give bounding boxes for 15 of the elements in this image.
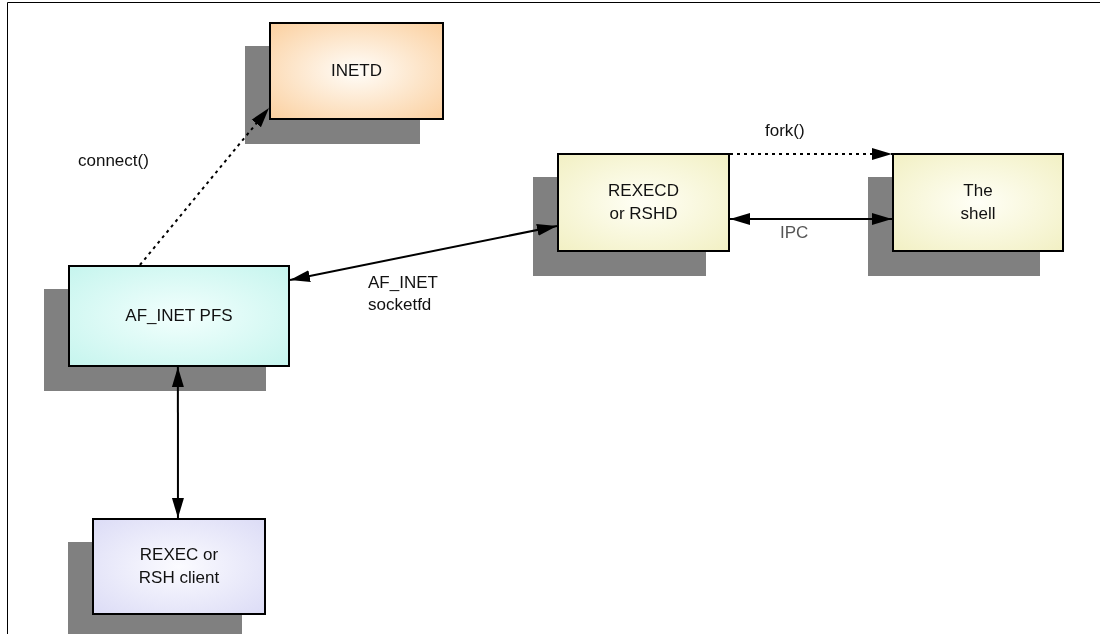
- process-box: [269, 22, 444, 120]
- process-box: [892, 153, 1064, 252]
- arrow: [289, 224, 558, 282]
- process-box: [557, 153, 730, 252]
- arrow: [138, 107, 270, 266]
- box-label: AF_INET PFS: [125, 304, 233, 327]
- arrow: [729, 148, 893, 160]
- box-label: REXEC or RSH client: [137, 544, 221, 589]
- box-label: The shell: [959, 180, 997, 225]
- process-box: [92, 518, 266, 615]
- process-box: [68, 265, 290, 367]
- arrow: [729, 213, 893, 226]
- box-label: REXECD or RSHD: [607, 180, 680, 225]
- box-label: INETD: [331, 59, 382, 82]
- arrow: [171, 366, 184, 519]
